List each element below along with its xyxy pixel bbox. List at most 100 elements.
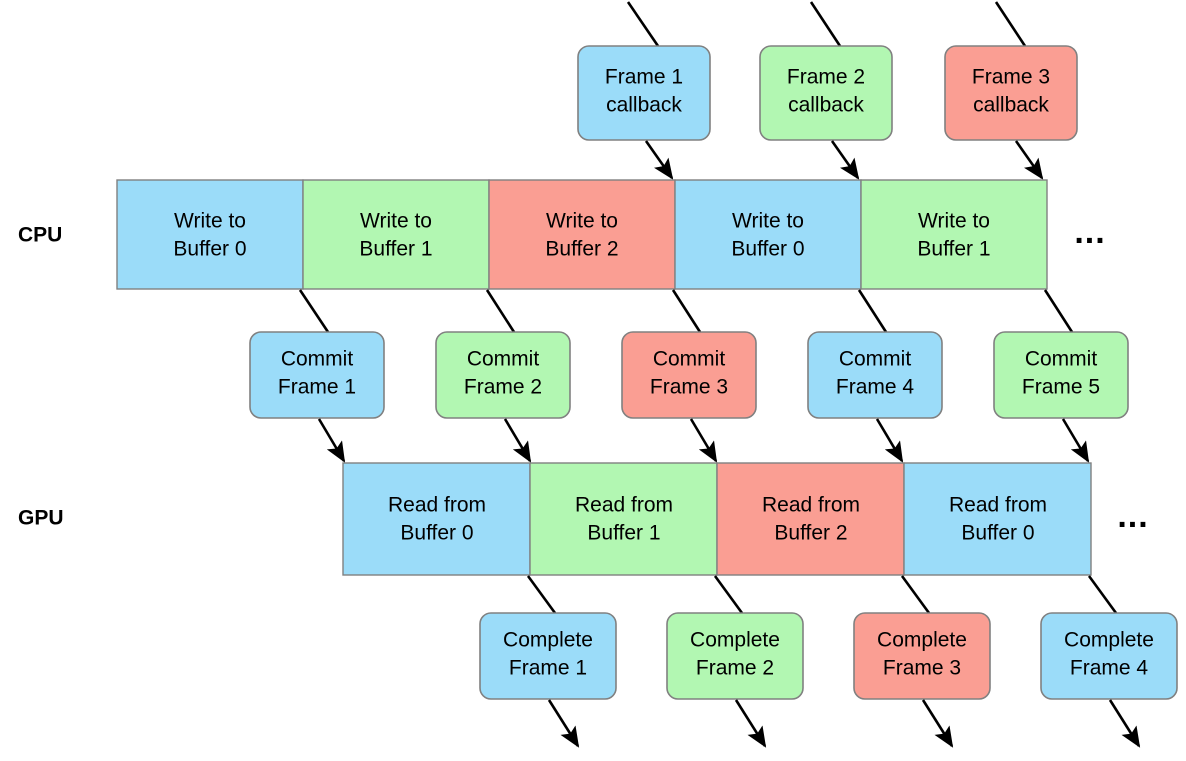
line-cpu-5-to-commit-5 <box>1043 289 1074 333</box>
cpu-segment-label-1-line2: Buffer 0 <box>173 238 246 261</box>
complete-label-4-line1: Complete <box>1064 629 1154 652</box>
complete-box-4[interactable]: Complete Frame 4 <box>1040 612 1178 700</box>
frame-callback-rect-2 <box>759 45 893 141</box>
gpu-segment-label-1-line2: Buffer 0 <box>400 522 473 545</box>
gpu-segment-4[interactable]: Read from Buffer 0 <box>903 462 1092 576</box>
cpu-segment-label-4-line1: Write to <box>732 210 804 233</box>
arrow-callback-2-to-cpu <box>830 140 860 180</box>
commit-label-4-line1: Commit <box>839 348 911 371</box>
arrow-complete-4-out <box>1108 699 1141 748</box>
commit-group: Commit Frame 1 Commit Frame 2 Commit Fra… <box>249 331 1129 419</box>
gpu-row-label: GPU <box>18 507 64 530</box>
complete-label-4-line2: Frame 4 <box>1070 657 1149 680</box>
complete-rect-1 <box>479 612 617 700</box>
frame-callback-box-2[interactable]: Frame 2 callback <box>759 45 893 141</box>
cpu-to-commit-lines <box>298 289 1074 333</box>
complete-outgoing-arrows <box>547 699 1141 748</box>
cpu-segment-rect-4 <box>674 179 862 290</box>
cpu-segment-rect-5 <box>860 179 1048 290</box>
gpu-to-complete-lines <box>526 575 1118 614</box>
gpu-segment-1[interactable]: Read from Buffer 0 <box>342 462 531 576</box>
gpu-segment-rect-1 <box>342 462 531 576</box>
frame-callback-box-1[interactable]: Frame 1 callback <box>577 45 711 141</box>
cpu-row-ellipsis: ... <box>1074 213 1105 251</box>
commit-rect-3 <box>621 331 757 419</box>
commit-label-5-line1: Commit <box>1025 348 1097 371</box>
gpu-segment-rect-3 <box>716 462 905 576</box>
complete-box-1[interactable]: Complete Frame 1 <box>479 612 617 700</box>
callback-to-cpu-arrows <box>644 140 1044 180</box>
complete-rect-2 <box>666 612 804 700</box>
arrow-callback-3-to-cpu <box>1014 140 1044 180</box>
commit-label-1-line2: Frame 1 <box>278 376 356 399</box>
cpu-segment-rect-2 <box>302 179 490 290</box>
gpu-segment-rect-4 <box>903 462 1092 576</box>
arrow-complete-3-out <box>921 699 954 748</box>
complete-label-3-line1: Complete <box>877 629 967 652</box>
gpu-segment-2[interactable]: Read from Buffer 1 <box>529 462 718 576</box>
cpu-segment-rect-3 <box>488 179 676 290</box>
commit-to-gpu-arrows <box>317 418 1090 463</box>
arrow-commit-5-to-gpu <box>1061 418 1090 463</box>
gpu-row-ellipsis: ... <box>1117 497 1148 535</box>
complete-group: Complete Frame 1 Complete Frame 2 Comple… <box>479 612 1178 700</box>
cpu-segment-label-4-line2: Buffer 0 <box>731 238 804 261</box>
cpu-segment-label-1-line1: Write to <box>174 210 246 233</box>
frame-callback-label-3-line1: Frame 3 <box>972 66 1050 89</box>
cpu-segment-3[interactable]: Write to Buffer 2 <box>488 179 676 290</box>
commit-rect-4 <box>807 331 943 419</box>
gpu-segment-rect-2 <box>529 462 718 576</box>
commit-label-2-line1: Commit <box>467 348 539 371</box>
gpu-segment-label-4-line2: Buffer 0 <box>961 522 1034 545</box>
cpu-segment-label-3-line1: Write to <box>546 210 618 233</box>
cpu-segment-label-2-line1: Write to <box>360 210 432 233</box>
complete-label-1-line1: Complete <box>503 629 593 652</box>
arrow-callback-1-to-cpu <box>644 140 674 180</box>
commit-rect-1 <box>249 331 385 419</box>
cpu-segment-label-2-line2: Buffer 1 <box>359 238 432 261</box>
cpu-segment-4[interactable]: Write to Buffer 0 <box>674 179 862 290</box>
complete-label-3-line2: Frame 3 <box>883 657 961 680</box>
complete-box-2[interactable]: Complete Frame 2 <box>666 612 804 700</box>
frame-callback-label-1-line2: callback <box>606 94 682 117</box>
frame-callback-box-3[interactable]: Frame 3 callback <box>944 45 1078 141</box>
arrow-complete-1-out <box>547 699 580 748</box>
complete-box-3[interactable]: Complete Frame 3 <box>853 612 991 700</box>
commit-box-5[interactable]: Commit Frame 5 <box>993 331 1129 419</box>
commit-box-4[interactable]: Commit Frame 4 <box>807 331 943 419</box>
arrow-complete-2-out <box>734 699 767 748</box>
cpu-segment-5[interactable]: Write to Buffer 1 <box>860 179 1048 290</box>
commit-box-1[interactable]: Commit Frame 1 <box>249 331 385 419</box>
callback-incoming-lines <box>626 1 1027 47</box>
incoming-line-frame-3 <box>994 1 1027 47</box>
gpu-segment-label-1-line1: Read from <box>388 494 486 517</box>
gpu-segment-3[interactable]: Read from Buffer 2 <box>716 462 905 576</box>
commit-box-2[interactable]: Commit Frame 2 <box>435 331 571 419</box>
commit-box-3[interactable]: Commit Frame 3 <box>621 331 757 419</box>
commit-rect-5 <box>993 331 1129 419</box>
complete-rect-3 <box>853 612 991 700</box>
gpu-segment-label-2-line1: Read from <box>575 494 673 517</box>
complete-label-1-line2: Frame 1 <box>509 657 587 680</box>
frame-callback-label-2-line2: callback <box>788 94 864 117</box>
cpu-segment-label-3-line2: Buffer 2 <box>545 238 618 261</box>
arrow-commit-2-to-gpu <box>503 418 532 463</box>
complete-rect-4 <box>1040 612 1178 700</box>
arrow-commit-1-to-gpu <box>317 418 346 463</box>
frame-callback-rect-3 <box>944 45 1078 141</box>
commit-label-5-line2: Frame 5 <box>1022 376 1100 399</box>
line-cpu-1-to-commit-1 <box>298 289 330 333</box>
arrow-commit-4-to-gpu <box>875 418 904 463</box>
frame-callback-label-3-line2: callback <box>973 94 1049 117</box>
complete-label-2-line2: Frame 2 <box>696 657 774 680</box>
commit-rect-2 <box>435 331 571 419</box>
commit-label-3-line1: Commit <box>653 348 725 371</box>
frame-callback-group: Frame 1 callback Frame 2 callback Frame … <box>577 45 1078 141</box>
gpu-timeline: Read from Buffer 0 Read from Buffer 1 Re… <box>342 462 1148 576</box>
cpu-segment-1[interactable]: Write to Buffer 0 <box>116 179 304 290</box>
arrow-commit-3-to-gpu <box>689 418 718 463</box>
cpu-segment-rect-1 <box>116 179 304 290</box>
line-cpu-3-to-commit-3 <box>671 289 702 333</box>
cpu-segment-2[interactable]: Write to Buffer 1 <box>302 179 490 290</box>
